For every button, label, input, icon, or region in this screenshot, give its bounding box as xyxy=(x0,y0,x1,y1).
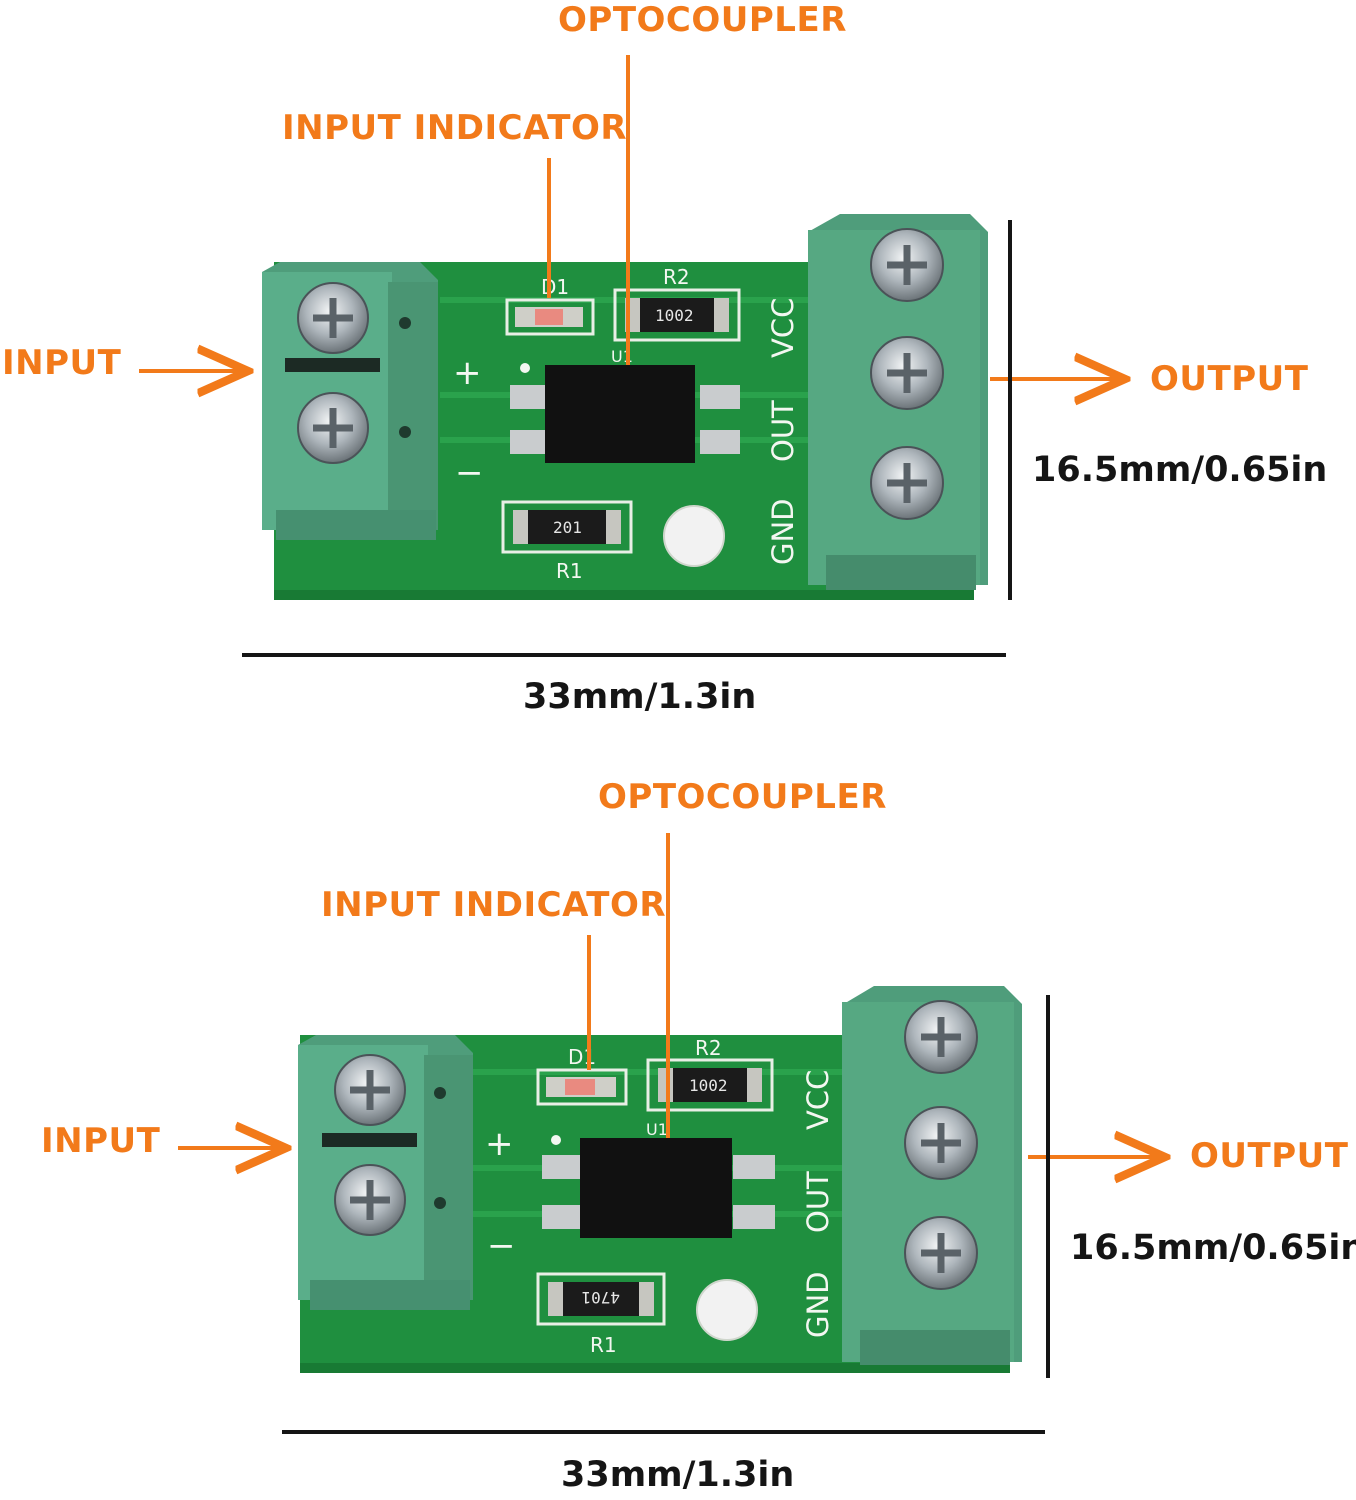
silk-r1: R1 xyxy=(590,1333,617,1357)
silk-vcc: VCC xyxy=(801,1070,835,1130)
r1-code: 201 xyxy=(553,518,582,537)
led-d1 xyxy=(536,1068,628,1106)
silk-d1: D1 xyxy=(568,1045,596,1069)
output-terminal-block xyxy=(808,214,988,590)
mounting-hole xyxy=(696,1279,758,1341)
silk-r2: R2 xyxy=(695,1036,722,1060)
silk-plus: + xyxy=(453,353,482,393)
silk-r1: R1 xyxy=(556,559,583,583)
silk-minus: − xyxy=(487,1226,516,1266)
led-d1 xyxy=(505,298,595,336)
input-indicator-label: INPUT INDICATOR xyxy=(321,885,667,925)
silk-vcc: VCC xyxy=(766,298,800,358)
optocoupler-label: OPTOCOUPLER xyxy=(598,777,887,817)
width-label: 33mm/1.3in xyxy=(523,677,757,717)
silk-d1: D1 xyxy=(541,275,569,299)
silk-plus: + xyxy=(485,1124,514,1164)
height-label: 16.5mm/0.65in xyxy=(1032,450,1328,490)
mounting-hole xyxy=(663,505,725,567)
module-diagram-top: D1 1002 R2 U1 201 R1 + xyxy=(139,55,1356,657)
optocoupler-chip xyxy=(510,363,740,463)
silk-r2: R2 xyxy=(663,265,690,289)
optocoupler-label: OPTOCOUPLER xyxy=(558,0,847,40)
silk-gnd: GND xyxy=(801,1272,835,1339)
module-panel-top: D1 1002 R2 U1 201 R1 + xyxy=(2,0,1356,717)
r2-code: 1002 xyxy=(689,1076,728,1095)
resistor-r2 xyxy=(613,288,741,342)
input-label: INPUT xyxy=(41,1121,161,1161)
r1-code: 4701 xyxy=(581,1288,620,1307)
output-terminal-block xyxy=(842,986,1022,1365)
r2-code: 1002 xyxy=(655,306,694,325)
silk-out: OUT xyxy=(801,1171,835,1233)
silk-minus: − xyxy=(455,453,484,493)
resistor-r1 xyxy=(501,500,633,554)
input-indicator-label: INPUT INDICATOR xyxy=(282,108,628,148)
input-terminal-block xyxy=(298,1035,473,1310)
output-label: OUTPUT xyxy=(1190,1136,1349,1176)
silk-gnd: GND xyxy=(766,499,800,566)
optocoupler-chip xyxy=(542,1135,775,1238)
input-label: INPUT xyxy=(2,343,122,383)
module-panel-bottom: D1 1002 R2 U1 4701 R1 + xyxy=(41,780,1356,1493)
resistor-r1 xyxy=(536,1272,666,1326)
resistor-r2 xyxy=(646,1058,774,1112)
input-terminal-block xyxy=(262,262,438,540)
output-label: OUTPUT xyxy=(1150,359,1309,399)
height-label: 16.5mm/0.65in xyxy=(1070,1228,1356,1268)
silk-u1: U1 xyxy=(646,1120,668,1139)
width-label: 33mm/1.3in xyxy=(561,1455,795,1495)
silk-out: OUT xyxy=(766,400,800,462)
